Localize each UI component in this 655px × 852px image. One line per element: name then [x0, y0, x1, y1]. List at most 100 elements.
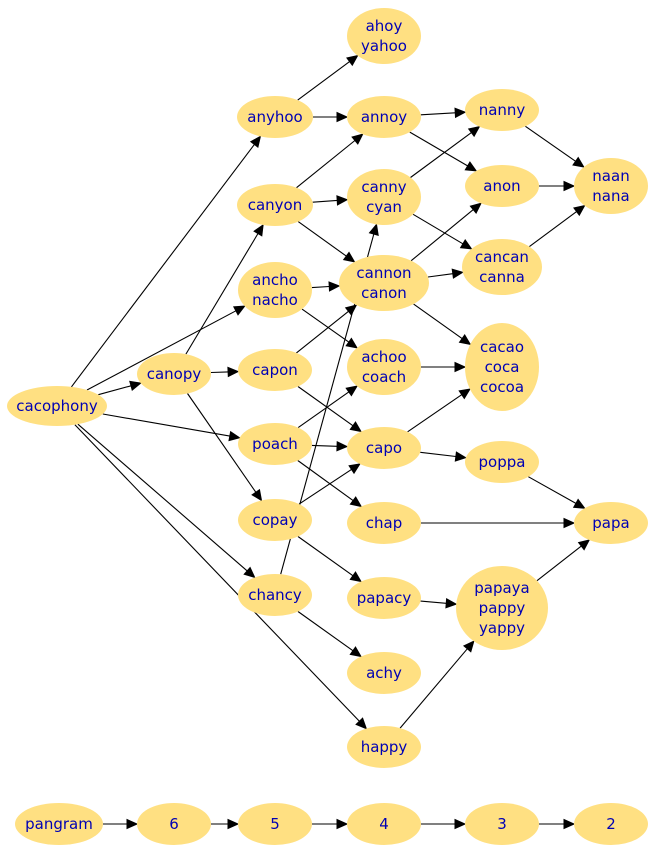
arrowhead-icon — [454, 107, 467, 119]
edge-line — [312, 199, 338, 203]
arrowhead-icon — [351, 133, 364, 145]
node-ellipse — [574, 502, 648, 544]
node-label: nana — [592, 187, 629, 205]
node-label: copay — [252, 511, 297, 529]
edge-copay-to-capo — [298, 463, 361, 505]
node-label: happy — [361, 738, 408, 756]
arrowhead-icon — [253, 223, 264, 237]
node-copay: copay — [238, 499, 312, 541]
arrowhead-icon — [454, 818, 467, 830]
edge-cannon-to-anon — [410, 202, 482, 262]
edge-line — [185, 233, 259, 355]
arrowhead-icon — [251, 488, 263, 502]
edge-canny-to-cancan — [412, 213, 473, 250]
edge-capo-to-poppa — [420, 451, 468, 462]
node-label: poach — [252, 435, 298, 453]
edge-line — [74, 424, 360, 722]
node-chancy: chancy — [238, 574, 312, 616]
edge-achoo-to-cacao — [421, 361, 467, 373]
edge-annoy-to-nanny — [420, 107, 467, 119]
arrowhead-icon — [572, 498, 586, 509]
arrowhead-icon — [349, 496, 363, 508]
node-label: nacho — [252, 291, 298, 309]
arrowhead-icon — [349, 646, 362, 658]
node-label: papa — [592, 514, 629, 532]
edge-line — [410, 209, 474, 262]
node-ellipse — [347, 169, 421, 225]
node-ellipse — [238, 423, 312, 465]
node-label: anon — [483, 177, 520, 195]
node-label: achoo — [361, 348, 406, 366]
node-capo: capo — [347, 427, 421, 469]
node-ellipse — [347, 652, 421, 694]
arrowhead-icon — [228, 430, 241, 442]
arrowhead-icon — [577, 539, 591, 551]
node-ellipse — [137, 803, 211, 845]
edge-cannon-to-cancan — [427, 268, 464, 279]
node-anon: anon — [465, 165, 539, 207]
edge-line — [399, 648, 468, 729]
edge-happy-to-papaya — [399, 640, 475, 729]
edge-cacophony-to-happy — [74, 424, 368, 730]
arrowhead-icon — [572, 156, 585, 168]
edge-canopy-to-canyon — [185, 223, 264, 355]
arrowhead-icon — [345, 385, 358, 397]
node-poppa: poppa — [465, 441, 539, 483]
node-ellipse — [465, 803, 539, 845]
arrowhead-icon — [464, 161, 478, 172]
edge-cacophony-to-canopy — [98, 380, 142, 396]
node-label: cacophony — [16, 397, 98, 415]
node-label: cannon — [356, 264, 411, 282]
node-ellipse — [465, 89, 539, 131]
edge-nanny-to-naan — [525, 125, 585, 168]
arrowhead-icon — [336, 111, 349, 123]
node-ellipse — [347, 726, 421, 768]
arrowhead-icon — [336, 441, 349, 452]
node-anyhoo: anyhoo — [237, 96, 313, 138]
node-label: yahoo — [361, 37, 407, 55]
arrowhead-icon — [336, 195, 349, 206]
node-label: anyhoo — [247, 108, 302, 126]
edge-line — [187, 393, 257, 493]
node-label: canny — [361, 178, 406, 196]
arrowhead-icon — [451, 268, 464, 279]
edge-n5-to-n4 — [312, 818, 349, 830]
edge-line — [413, 303, 463, 340]
edge-canopy-to-copay — [187, 393, 263, 502]
arrowhead-icon — [336, 818, 349, 830]
node-label: cocoa — [480, 378, 524, 396]
node-label: annoy — [361, 108, 407, 126]
arrowhead-icon — [563, 517, 576, 529]
edge-line — [420, 451, 456, 458]
edges-layer — [70, 54, 591, 830]
edge-pangram-to-n6 — [103, 818, 139, 830]
node-ellipse — [238, 349, 312, 391]
node-n4: 4 — [347, 803, 421, 845]
node-nanny: nanny — [465, 89, 539, 131]
edge-line — [296, 140, 356, 189]
edge-anyhoo-to-annoy — [313, 111, 349, 123]
edge-line — [98, 385, 132, 396]
node-cacophony: cacophony — [7, 386, 107, 426]
edge-poach-to-capo — [311, 441, 349, 452]
node-ellipse — [574, 803, 648, 845]
arrowhead-icon — [563, 818, 576, 830]
edge-line — [77, 423, 248, 572]
edge-line — [297, 536, 354, 577]
node-capon: capon — [238, 349, 312, 391]
node-label: canyon — [248, 196, 303, 214]
node-label: papaya — [474, 579, 530, 597]
node-ellipse — [347, 339, 421, 395]
edge-line — [297, 611, 354, 652]
edge-line — [528, 476, 577, 504]
node-n2: 2 — [574, 803, 648, 845]
edge-line — [297, 221, 347, 257]
arrowhead-icon — [349, 421, 362, 433]
node-ellipse — [347, 96, 421, 138]
node-ellipse — [137, 353, 211, 395]
node-papacy: papacy — [347, 577, 421, 619]
edge-capo-to-cacao — [407, 388, 471, 433]
